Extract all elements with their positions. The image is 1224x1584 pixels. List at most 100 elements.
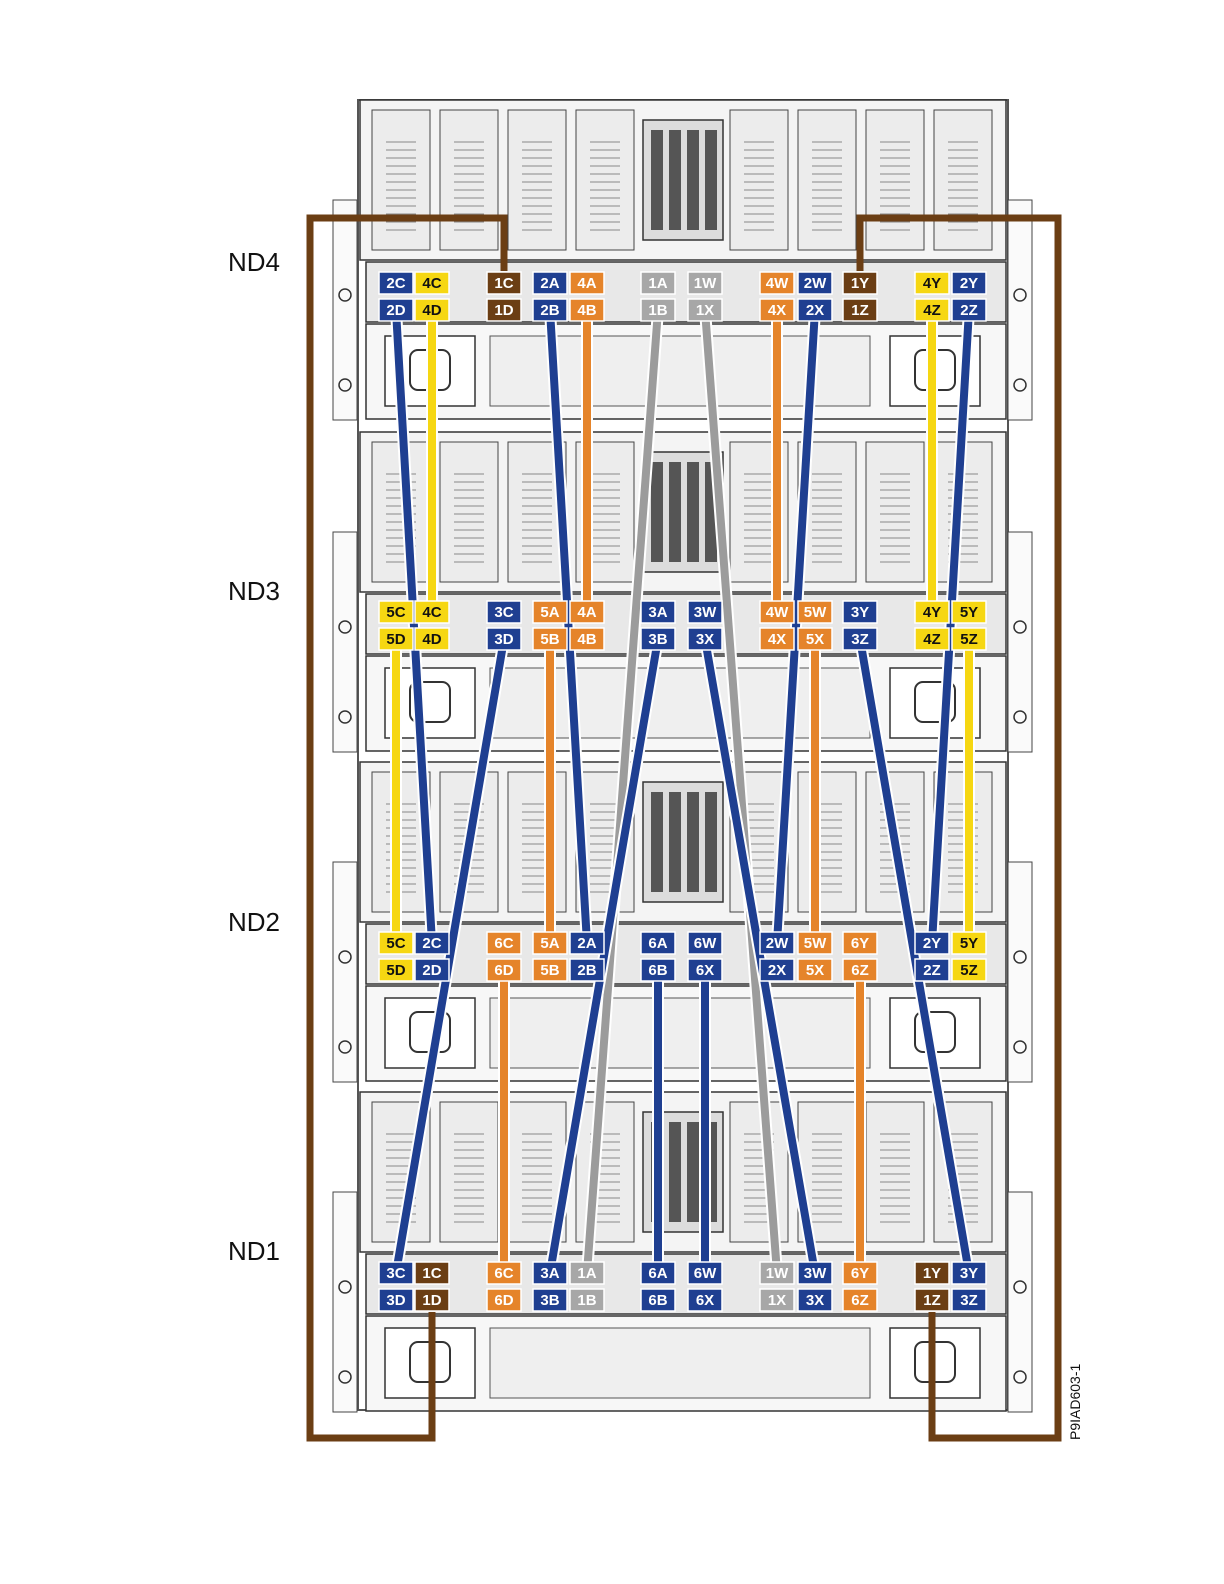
memory-bar [669,462,681,562]
port-label: 2A [577,935,596,952]
port-label: 3A [540,1265,559,1282]
port-box [797,931,833,955]
port-box [532,931,568,955]
port-label: 1D [422,1292,441,1309]
port-nd3-3c: 3C [486,600,522,624]
port-box [486,1261,522,1285]
port-box [687,1288,723,1312]
port-box [687,271,723,295]
node-label-nd2: ND2 [228,907,280,937]
pcie-slot [797,771,857,913]
port-label: 1B [577,1292,596,1309]
port-box [414,931,450,955]
port-label: 3W [694,604,717,621]
rack-screw [1013,620,1027,634]
port-nd2-5a: 5A [532,931,568,955]
port-nd1-3c: 3C [378,1261,414,1285]
cable-nd3-3d-to-nd1-3c [392,635,508,1277]
port-label: 4Y [923,275,941,292]
port-box [532,958,568,982]
port-nd2-6y: 6Y [842,931,878,955]
port-nd3-4a: 4A [569,600,605,624]
port-label: 5Y [960,935,978,952]
port-label: 1Z [923,1292,941,1309]
rack-screw [338,1040,352,1054]
port-box [797,627,833,651]
port-label: 4D [422,302,441,319]
port-box [759,298,795,322]
port-box [486,271,522,295]
port-label: 2Z [923,962,941,979]
port-label: 2D [422,962,441,979]
port-box [797,1261,833,1285]
pcie-slot [933,109,993,251]
port-nd4-4b: 4B [569,298,605,322]
port-label: 4X [768,631,786,648]
port-box [532,271,568,295]
port-box [486,1288,522,1312]
port-box [414,1288,450,1312]
port-nd4-4d: 4D [414,298,450,322]
port-label: 5B [540,631,559,648]
port-box [951,1288,987,1312]
port-box [569,600,605,624]
port-box [797,271,833,295]
pcie-slot [729,109,789,251]
pcie-slot [507,109,567,251]
port-label: 6X [696,962,714,979]
port-box [414,298,450,322]
port-nd2-6w: 6W [687,931,723,955]
port-nd2-6x: 6X [687,958,723,982]
port-nd3-3x: 3X [687,627,723,651]
port-box [569,1288,605,1312]
rack-screw [338,950,352,964]
pcie-slot [439,1101,499,1243]
memory-bar [687,462,699,562]
port-nd3-5z: 5Z [951,627,987,651]
port-box [914,600,950,624]
port-box [640,627,676,651]
port-nd4-4x: 4X [759,298,795,322]
port-nd4-1y: 1Y [842,271,878,295]
rack-screw [1013,288,1027,302]
port-nd4-1d: 1D [486,298,522,322]
figure-id: P9IAD603-1 [1067,1364,1083,1440]
port-nd1-3y: 3Y [951,1261,987,1285]
port-nd1-3z: 3Z [951,1288,987,1312]
pcie-slot [729,1101,789,1243]
port-box [842,298,878,322]
port-nd4-2b: 2B [532,298,568,322]
memory-bar [687,792,699,892]
port-box [797,1288,833,1312]
port-label: 5A [540,604,559,621]
port-nd4-4w: 4W [759,271,795,295]
port-box [951,627,987,651]
rack-screw [1013,710,1027,724]
port-box [687,627,723,651]
port-nd2-5y: 5Y [951,931,987,955]
port-nd1-1c: 1C [414,1261,450,1285]
port-nd1-6x: 6X [687,1288,723,1312]
port-box [378,600,414,624]
port-label: 1C [422,1265,441,1282]
port-label: 6X [696,1292,714,1309]
port-label: 1W [766,1265,789,1282]
port-box [640,931,676,955]
port-label: 5C [386,604,405,621]
port-box [640,298,676,322]
port-nd2-5c: 5C [378,931,414,955]
port-nd2-2y: 2Y [914,931,950,955]
port-nd3-4d: 4D [414,627,450,651]
port-box [378,1288,414,1312]
port-label: 4Z [923,302,941,319]
port-label: 2X [768,962,786,979]
cable-nd4-1x-to-nd1-1w [701,306,781,1277]
rack-screw [1013,1370,1027,1384]
port-label: 2W [766,935,789,952]
port-box [914,958,950,982]
memory-bar [705,130,717,230]
port-box [640,600,676,624]
port-box [842,600,878,624]
port-nd3-4c: 4C [414,600,450,624]
